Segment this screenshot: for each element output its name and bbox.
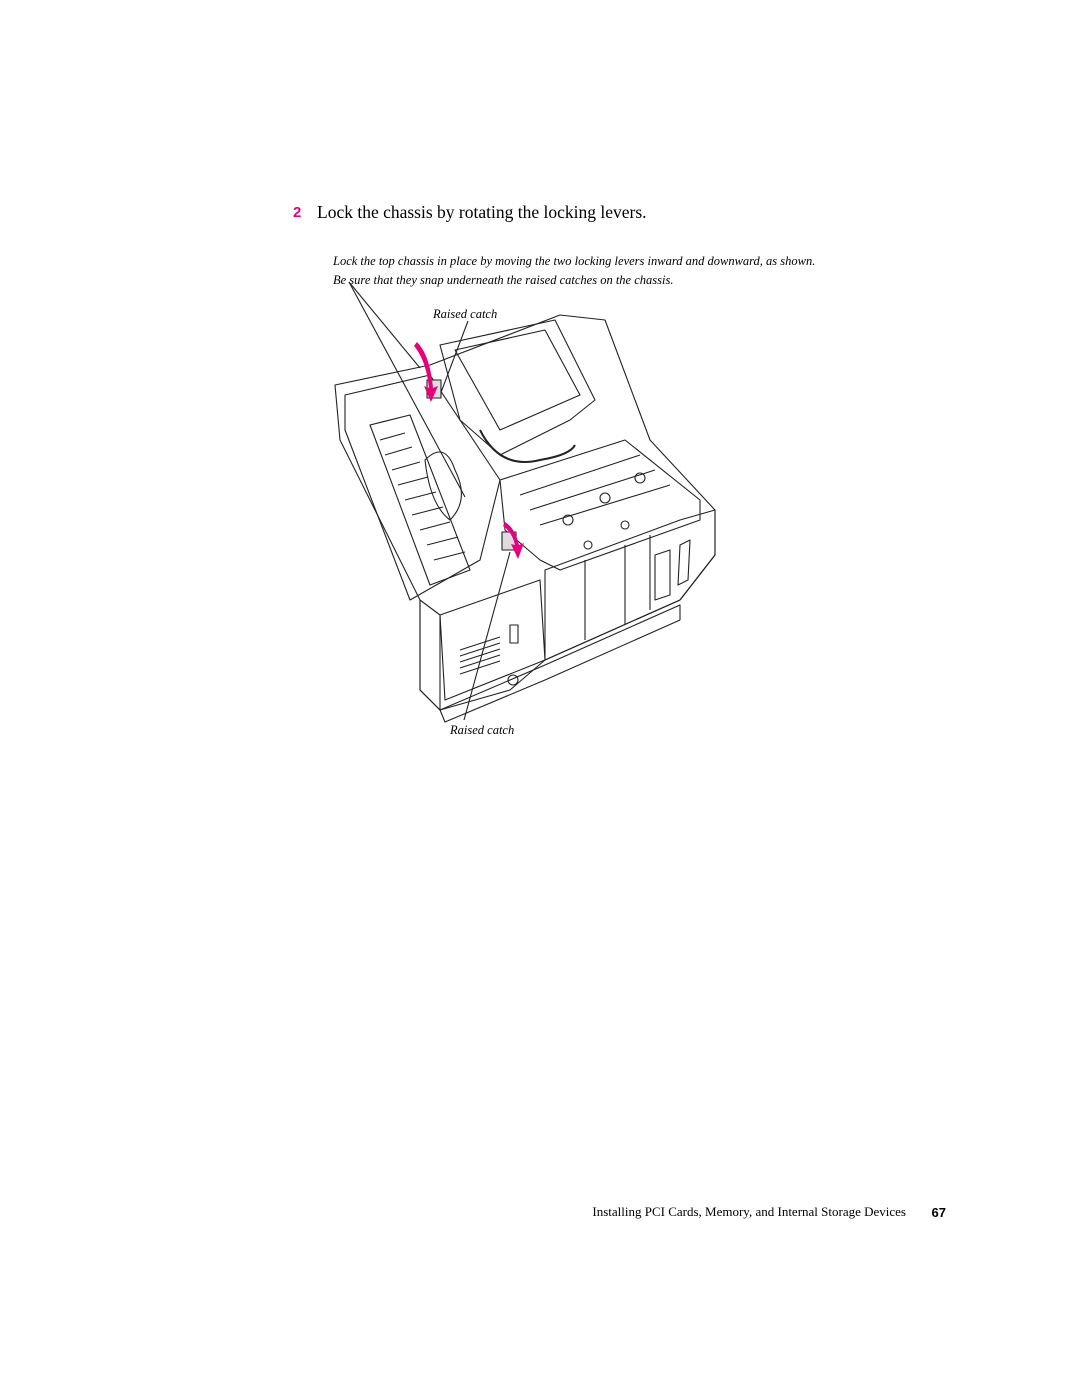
case-side-panel <box>419 599 441 711</box>
cd-slot <box>677 539 691 586</box>
leader-line-raised-catch-top <box>439 320 469 396</box>
floppy-slot <box>654 549 671 601</box>
case-bottom-edge <box>439 604 681 723</box>
power-cable <box>479 429 576 463</box>
running-footer-title: Installing PCI Cards, Memory, and Intern… <box>592 1204 906 1219</box>
leader-line-lever-b <box>348 281 421 369</box>
memory-slots <box>369 414 471 586</box>
step-title: Lock the chassis by rotating the locking… <box>317 202 647 222</box>
fan-blade <box>424 451 462 521</box>
page-number: 67 <box>931 1205 946 1220</box>
step-instructions: Lock the top chassis in place by moving … <box>333 252 893 290</box>
power-supply-top <box>454 329 581 431</box>
callout-raised-catch-top: Raised catch <box>433 307 498 321</box>
front-bezel <box>544 509 716 661</box>
rear-panel <box>439 579 546 701</box>
case-outline <box>334 314 716 711</box>
power-supply <box>439 319 596 456</box>
instruction-line-1: Lock the top chassis in place by moving … <box>333 254 816 268</box>
rotation-arrow-top <box>414 342 438 402</box>
leader-line-raised-catch-bottom <box>463 551 511 721</box>
step-number: 2 <box>293 204 302 221</box>
callout-raised-catch-bottom: Raised catch <box>450 723 515 737</box>
rotation-arrow-bottom <box>503 522 524 559</box>
leader-line-lever-a <box>348 281 466 498</box>
instruction-line-2: Be sure that they snap underneath the ra… <box>333 273 674 287</box>
chassis-illustration <box>334 281 716 723</box>
